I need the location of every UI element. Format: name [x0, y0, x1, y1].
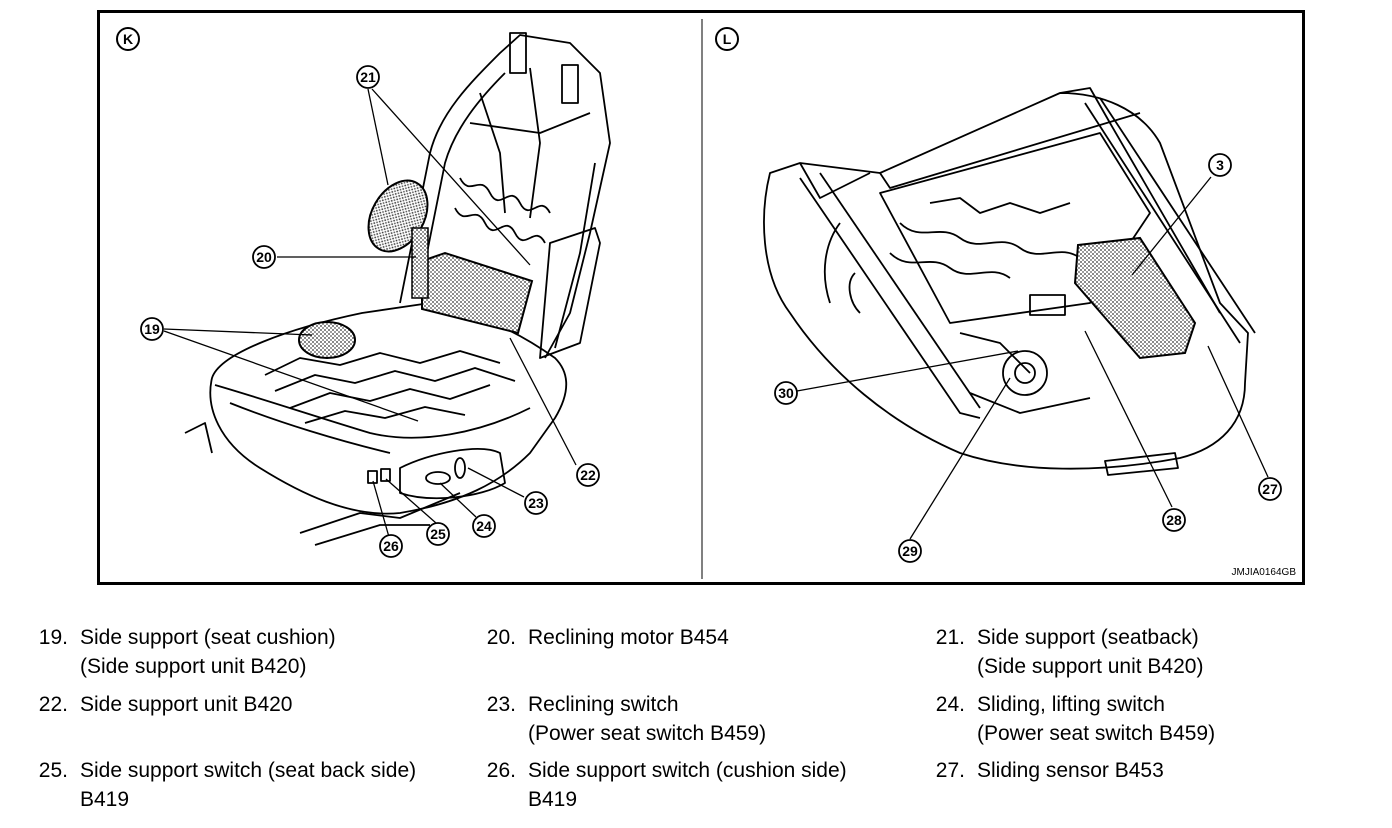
legend-item-text: Reclining motor B454	[528, 623, 729, 652]
callout-24-label: 24	[476, 518, 492, 534]
legend-item-number: 22.	[38, 693, 68, 716]
callout-21-label: 21	[360, 69, 376, 85]
legend-item-text: Side support (seat cushion) (Side support…	[80, 623, 336, 681]
legend-item-line2: (Power seat switch B459)	[977, 722, 1216, 745]
legend-item: 24. Sliding, lifting switch (Power seat sw…	[925, 690, 1365, 750]
legend-item: 23. Reclining switch (Power seat switch B4…	[476, 690, 916, 750]
callout-29-label: 29	[902, 543, 918, 559]
side-support-unit-part	[421, 251, 534, 335]
callout-3: 3	[1208, 153, 1232, 177]
callout-30: 30	[774, 381, 798, 405]
legend-item: 20. Reclining motor B454	[476, 623, 916, 683]
seat-control-unit-part	[1073, 236, 1197, 360]
callout-29: 29	[898, 539, 922, 563]
legend-item-line2: (Side support unit B420)	[80, 655, 307, 678]
legend-item-text: Sliding sensor B453	[977, 756, 1164, 785]
legend-item: 25. Side support switch (seat back side) B…	[28, 756, 468, 816]
view-k-marker: K	[116, 27, 140, 51]
legend-item-text: Side support switch (cushion side) B419	[528, 756, 847, 814]
seat-l-drawing	[763, 87, 1256, 476]
side-support-cushion-part	[298, 321, 356, 359]
leader-lines-l	[796, 176, 1269, 540]
legend-item-number: 20.	[486, 626, 516, 649]
callout-20: 20	[252, 245, 276, 269]
legend-item-line2: B419	[528, 788, 578, 811]
callout-25: 25	[426, 522, 450, 546]
legend-item-line2: B419	[80, 788, 130, 811]
callout-26-label: 26	[383, 538, 399, 554]
callout-23: 23	[524, 491, 548, 515]
legend-item-text: Side support (seatback) (Side support uni…	[977, 623, 1203, 681]
callout-24: 24	[472, 514, 496, 538]
legend-item-number: 23.	[486, 693, 516, 716]
legend-item-text: Reclining switch (Power seat switch B459)	[528, 690, 766, 748]
callout-27: 27	[1258, 477, 1282, 501]
callout-28: 28	[1162, 508, 1186, 532]
callout-22: 22	[576, 463, 600, 487]
legend-item-number: 21.	[935, 626, 965, 649]
legend-item: 21. Side support (seatback) (Side support …	[925, 623, 1365, 683]
legend-item-line1: Side support (seatback)	[977, 626, 1199, 649]
callout-19: 19	[140, 317, 164, 341]
legend-item-number: 19.	[38, 626, 68, 649]
callout-21: 21	[356, 65, 380, 89]
legend-item: 19. Side support (seat cushion) (Side supp…	[28, 623, 468, 683]
callout-28-label: 28	[1166, 512, 1182, 528]
callout-26: 26	[379, 534, 403, 558]
seat-component-figure: K	[97, 10, 1305, 585]
legend-item-line1: Sliding, lifting switch	[977, 693, 1165, 716]
legend-item: 27. Sliding sensor B453	[925, 756, 1365, 816]
callout-30-label: 30	[778, 385, 794, 401]
legend-item-line1: Reclining motor B454	[528, 626, 729, 649]
legend-item-number: 25.	[38, 759, 68, 782]
view-k-letter: K	[123, 31, 133, 47]
legend-item-line1: Side support (seat cushion)	[80, 626, 336, 649]
leader-lines-k	[163, 88, 577, 538]
callout-group: 21 20 19 22 23 24 25 26 3 30 27 28 29	[140, 65, 1282, 563]
seat-k-drawing	[184, 32, 611, 546]
callout-20-label: 20	[256, 249, 272, 265]
legend-item-line1: Sliding sensor B453	[977, 759, 1164, 782]
reclining-motor-part	[411, 227, 429, 299]
legend-item-text: Side support switch (seat back side) B419	[80, 756, 416, 814]
figure-drawing: K	[116, 19, 1297, 579]
legend-item-line1: Side support switch (cushion side)	[528, 759, 847, 782]
legend-item-number: 24.	[935, 693, 965, 716]
callout-27-label: 27	[1262, 481, 1278, 497]
callout-22-label: 22	[580, 467, 596, 483]
legend-item-text: Side support unit B420	[80, 690, 292, 719]
legend-item-line1: Side support unit B420	[80, 693, 293, 716]
legend-item-line1: Side support switch (seat back side)	[80, 759, 417, 782]
callout-3-label: 3	[1216, 157, 1224, 173]
legend-item-number: 26.	[486, 759, 516, 782]
view-l-letter: L	[723, 31, 732, 47]
legend-item-line2: (Power seat switch B459)	[528, 722, 767, 745]
legend-item-number: 27.	[935, 759, 965, 782]
figure-code: JMJIA0164GB	[1232, 567, 1297, 578]
callout-23-label: 23	[528, 495, 544, 511]
legend-item-line1: Reclining switch	[528, 693, 679, 716]
legend-item-line2: (Side support unit B420)	[977, 655, 1204, 678]
legend-item: 22. Side support unit B420	[28, 690, 468, 750]
view-l-marker: L	[715, 27, 739, 51]
legend-item-text: Sliding, lifting switch (Power seat switc…	[977, 690, 1215, 748]
callout-19-label: 19	[144, 321, 160, 337]
callout-25-label: 25	[430, 526, 446, 542]
legend-item: 26. Side support switch (cushion side) B41…	[476, 756, 916, 816]
